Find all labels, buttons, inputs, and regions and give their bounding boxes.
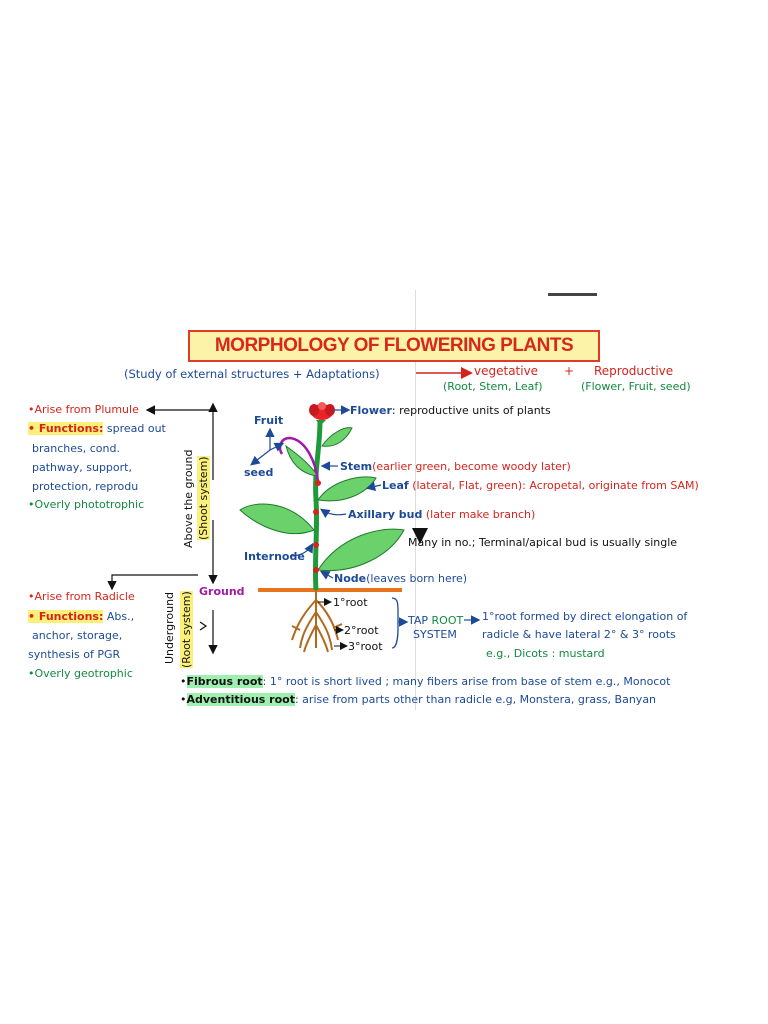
tap-root-label3: SYSTEM	[413, 628, 457, 641]
fruit-label: Fruit	[254, 414, 284, 427]
vegetative-parts: (Root, Stem, Leaf)	[443, 380, 543, 393]
bud-note: Many in no.; Terminal/apical bud is usua…	[408, 536, 678, 549]
leaf-right-large	[317, 528, 405, 572]
tap-root-desc3: e.g., Dicots : mustard	[486, 647, 605, 660]
fibrous-root-label: Fibrous root	[186, 675, 263, 688]
node-arrow	[319, 570, 334, 580]
root-functions-line2: anchor, storage,	[32, 629, 123, 642]
flower-label: Flower	[350, 404, 392, 417]
root-functions-first: Abs.,	[103, 610, 135, 623]
leaf-right-top	[321, 427, 353, 447]
node-dot-4	[313, 567, 319, 573]
tap-root-desc2: radicle & have lateral 2° & 3° roots	[482, 628, 676, 641]
node-label: Node	[334, 572, 367, 585]
root-origin: •Arise from Radicle	[28, 590, 135, 603]
node-note: Node(leaves born here)	[334, 572, 467, 586]
root-tropism: •Overly geotrophic	[28, 667, 133, 680]
root-bracket-arrow	[107, 574, 198, 591]
leaf-left-mid	[285, 444, 320, 477]
node-desc: (leaves born here)	[366, 572, 468, 585]
axillary-desc: (later make branch)	[425, 508, 536, 521]
internode-label: Internode	[244, 550, 305, 563]
root-functions-line3: synthesis of PGR	[28, 648, 121, 661]
leaf-right-mid	[317, 476, 377, 502]
adventitious-root-desc: : arise from parts other than radicle e.…	[294, 693, 657, 706]
fibrous-root-note: •Fibrous root: 1° root is short lived ; …	[180, 675, 671, 688]
root-functions-label: • Functions:	[28, 610, 104, 623]
subtitle: (Study of external structures + Adaptati…	[124, 367, 380, 381]
reproductive-parts: (Flower, Fruit, seed)	[581, 380, 691, 393]
page-title: MORPHOLOGY OF FLOWERING PLANTS	[188, 330, 600, 362]
tap-root-label2: ROOT	[431, 614, 464, 627]
shoot-functions-line2: branches, cond.	[32, 442, 120, 455]
root-functions: • Functions: Abs.,	[28, 610, 134, 624]
tap-root-desc1: 1°root formed by direct elongation of	[482, 610, 688, 623]
axillary-note: Axillary bud (later make branch)	[348, 508, 535, 522]
shoot-functions-first: spread out	[103, 422, 166, 435]
stem-note: Stem(earlier green, become woody later)	[340, 460, 571, 474]
seed-label: seed	[244, 466, 274, 479]
adventitious-root-label: Adventitious root	[186, 693, 295, 706]
vegetative-label: vegetative	[474, 364, 539, 378]
reproductive-label: Reproductive	[594, 364, 674, 378]
leaf-desc2: : Acropetal, originate from SAM)	[522, 479, 699, 492]
leaf-desc: (lateral, Flat, green)	[412, 479, 523, 492]
roots	[291, 590, 343, 653]
flower-desc: : reproductive units of plants	[391, 404, 551, 417]
axillary-arrow	[320, 508, 347, 518]
plus-sign: +	[564, 364, 575, 378]
adventitious-root-note: •Adventitious root: arise from parts oth…	[180, 693, 657, 706]
leaf-left-large	[239, 503, 315, 534]
primary-root-label: 1°root	[333, 596, 368, 609]
seed-arrow-left	[250, 449, 271, 466]
node-dot-1	[315, 480, 321, 486]
shoot-functions-line3: pathway, support,	[32, 461, 132, 474]
tap-root-label1: TAP	[408, 614, 432, 627]
shoot-functions-label: • Functions:	[28, 422, 104, 435]
axillary-label: Axillary bud	[348, 508, 423, 521]
shoot-tropism: •Overly phototrophic	[28, 498, 145, 511]
root-bracket-small	[199, 621, 208, 631]
stem-desc: (earlier green, become woody later)	[372, 460, 571, 473]
secondary-root-label: 2°root	[344, 624, 379, 637]
top-bar	[548, 293, 597, 296]
ground-label: Ground	[199, 585, 245, 598]
leaf-arrow	[365, 481, 382, 492]
flower	[309, 402, 335, 426]
seed-arrow-right	[269, 442, 285, 452]
tertiary-root-label: 3°root	[348, 640, 383, 653]
stem-label: Stem	[340, 460, 373, 473]
flower-note: Flower: reproductive units of plants	[350, 404, 551, 418]
tap-root-label: TAP ROOT	[408, 614, 463, 628]
fibrous-root-desc: : 1° root is short lived ; many fibers a…	[262, 675, 671, 688]
leaf-note: Leaf (lateral, Flat, green): Acropetal, …	[382, 479, 699, 493]
internode-arrow	[289, 542, 314, 557]
node-dot-3	[313, 542, 319, 548]
page-divider	[415, 290, 416, 710]
stem	[312, 419, 323, 591]
shoot-origin: •Arise from Plumule	[28, 403, 139, 416]
node-dot-2	[313, 509, 319, 515]
shoot-functions: • Functions: spread out	[28, 422, 166, 436]
leaf-label: Leaf	[382, 479, 409, 492]
shoot-functions-line4: protection, reprodu	[32, 480, 139, 493]
tap-root-bracket	[391, 597, 399, 649]
